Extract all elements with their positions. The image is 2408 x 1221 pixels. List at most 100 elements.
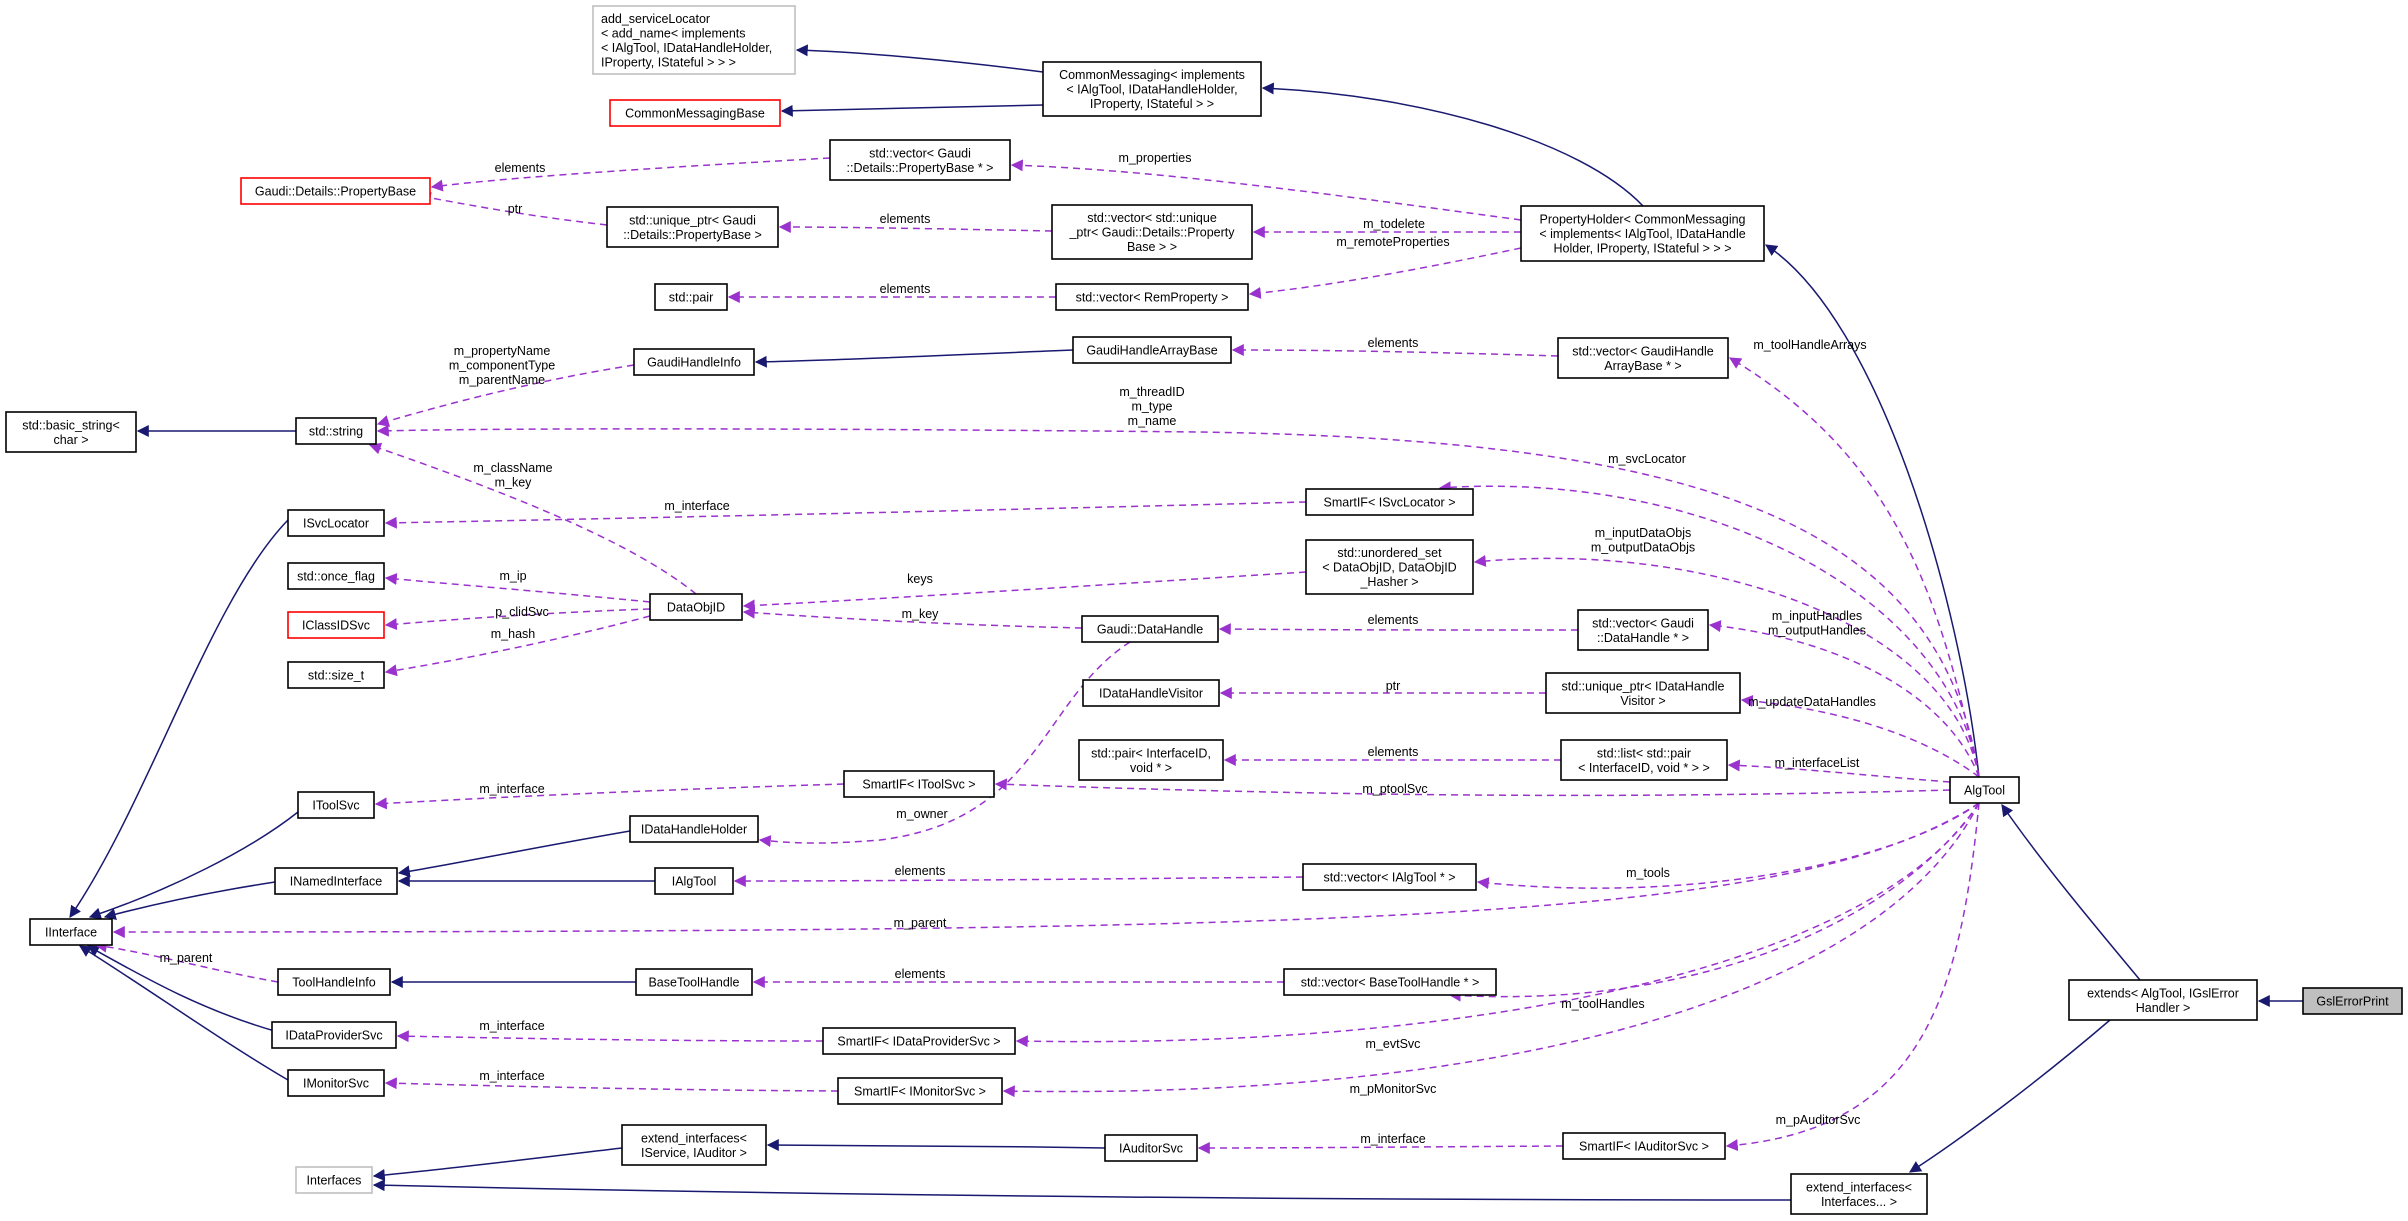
edge-labels-layer: elementsptrm_propertiesm_todeletem_remot… (160, 151, 1876, 1146)
class-node-uptr-property-base[interactable]: std::unique_ptr< Gaudi::Details::Propert… (606, 206, 779, 248)
edge-gaudihandlearraybase-gaudihandleinfo (754, 349, 1074, 368)
class-node-unordered-set[interactable]: std::unordered_set< DataObjID, DataObjID… (1305, 539, 1474, 595)
usage-line (733, 874, 1304, 887)
class-box (621, 1124, 767, 1166)
class-node-uptr-visitor[interactable]: std::unique_ptr< IDataHandleVisitor > (1545, 672, 1741, 714)
class-node-gsl-error-print[interactable]: GslErrorPrint (2302, 987, 2403, 1015)
class-node-extend-interfaces[interactable]: extend_interfaces<Interfaces... > (1790, 1173, 1928, 1215)
class-node-vec-property-base[interactable]: std::vector< Gaudi::Details::PropertyBas… (829, 139, 1011, 181)
class-node-list-pair[interactable]: std::list< std::pair< InterfaceID, void … (1560, 739, 1728, 781)
class-box (287, 562, 385, 590)
edge-smartimonitorsvc-imonitorsvc (384, 1077, 839, 1092)
edge-algtool-uptrvisitor (1740, 695, 1980, 778)
class-name-text: add_serviceLocator (601, 12, 710, 26)
edge-propertyholder-vecremproperty (1248, 247, 1522, 299)
edge-label: m_inputDataObjs (1595, 526, 1692, 540)
inheritance-line (766, 1139, 1106, 1152)
class-node-vec-gaudi-handle-array-base[interactable]: std::vector< GaudiHandleArrayBase * > (1557, 337, 1729, 379)
class-name-text: IToolSvc (312, 799, 359, 813)
class-name-text: char > (53, 433, 88, 447)
class-node-imonitor-svc[interactable]: IMonitorSvc (287, 1069, 385, 1097)
edge-algtool-smartidataprovidersvc (1015, 802, 1980, 1048)
class-node-extend-interfaces-iservice[interactable]: extend_interfaces<IService, IAuditor > (621, 1124, 767, 1166)
class-node-smart-idata-provider-svc[interactable]: SmartIF< IDataProviderSvc > (822, 1027, 1016, 1055)
class-node-data-obj-id[interactable]: DataObjID (649, 593, 743, 621)
edge-label: m_parentName (459, 373, 545, 387)
class-name-text: CommonMessaging< implements (1059, 68, 1245, 82)
edge-unorderedset-dataobjid (742, 571, 1307, 612)
edge-algtool-listpair (1727, 759, 1951, 783)
class-node-vec-ialg-tool[interactable]: std::vector< IAlgTool * > (1302, 863, 1477, 891)
class-node-idata-provider-svc[interactable]: IDataProviderSvc (271, 1021, 397, 1049)
class-box (295, 1166, 373, 1194)
inheritance-line (88, 811, 299, 920)
class-node-vec-data-handle[interactable]: std::vector< Gaudi::DataHandle * > (1577, 609, 1709, 651)
class-node-idata-handle-visitor[interactable]: IDataHandleVisitor (1082, 679, 1220, 707)
nodes-layer: add_serviceLocator< add_name< implements… (5, 5, 2403, 1215)
class-name-text: AlgTool (1964, 784, 2005, 798)
class-node-smart-iauditor-svc[interactable]: SmartIF< IAuditorSvc > (1562, 1132, 1726, 1160)
class-node-smart-imonitor-svc[interactable]: SmartIF< IMonitorSvc > (837, 1077, 1003, 1105)
edge-itoolsvc-iinterface (88, 811, 299, 920)
edge-propertyholder-vecpropertybase (1010, 159, 1522, 221)
usage-line (384, 573, 651, 603)
class-node-gaudi-handle-array-base[interactable]: GaudiHandleArrayBase (1072, 336, 1232, 364)
class-node-vec-uptr-property[interactable]: std::vector< std::unique_ptr< Gaudi::Det… (1051, 204, 1253, 260)
class-node-ialg-tool[interactable]: IAlgTool (654, 867, 734, 895)
edge-smartitoolsvc-itoolsvc (374, 783, 845, 810)
class-node-size-t[interactable]: std::size_t (287, 661, 385, 689)
class-node-tool-handle-info[interactable]: ToolHandleInfo (277, 968, 391, 996)
usage-line (376, 364, 635, 427)
usage-line (396, 1030, 824, 1043)
class-node-iclass-idsvc[interactable]: IClassIDSvc (287, 611, 385, 639)
class-node-common-messaging[interactable]: CommonMessaging< implements< IAlgTool, I… (1042, 61, 1262, 117)
usage-line (1218, 623, 1579, 636)
usage-line (374, 783, 845, 810)
edge-dataobjid-onceflag (384, 573, 651, 603)
class-node-inamed-interface[interactable]: INamedInterface (274, 867, 398, 895)
class-name-text: IProperty, IStateful > > > (601, 55, 736, 69)
class-node-stdstring[interactable]: std::string (295, 417, 377, 445)
class-node-add-service-locator[interactable]: add_serviceLocator< add_name< implements… (592, 5, 796, 75)
class-name-text: SmartIF< ISvcLocator > (1324, 496, 1456, 510)
edge-label: ptr (508, 202, 523, 216)
edge-label: m_evtSvc (1366, 1037, 1421, 1051)
class-node-base-tool-handle[interactable]: BaseToolHandle (635, 968, 753, 996)
class-name-text: std::basic_string< (22, 418, 120, 432)
class-node-vec-base-tool-handle[interactable]: std::vector< BaseToolHandle * > (1283, 968, 1497, 996)
edge-label: m_tools (1626, 866, 1670, 880)
class-node-basic-string[interactable]: std::basic_string<char > (5, 411, 137, 453)
class-node-gaudi-handle-info[interactable]: GaudiHandleInfo (633, 348, 755, 376)
class-node-alg-tool[interactable]: AlgTool (1949, 776, 2020, 804)
class-name-text: IProperty, IStateful > > (1090, 97, 1214, 111)
edge-algtool-iinterface (112, 802, 1980, 938)
class-node-idata-handle-holder[interactable]: IDataHandleHolder (629, 815, 759, 843)
class-node-property-holder[interactable]: PropertyHolder< CommonMessaging< impleme… (1520, 205, 1765, 262)
class-name-text: IDataProviderSvc (285, 1029, 382, 1043)
class-name-text: std::vector< GaudiHandle (1572, 344, 1713, 358)
class-node-iinterface[interactable]: IInterface (29, 918, 113, 946)
class-node-itool-svc[interactable]: IToolSvc (297, 791, 375, 819)
class-node-once-flag[interactable]: std::once_flag (287, 562, 385, 590)
class-box (635, 968, 753, 996)
usage-line (1002, 802, 1980, 1098)
class-node-iauditor-svc[interactable]: IAuditorSvc (1104, 1134, 1198, 1162)
class-node-stdpair[interactable]: std::pair (654, 283, 728, 311)
class-node-pair-interface-id[interactable]: std::pair< InterfaceID,void * > (1078, 739, 1224, 781)
class-node-isvc-locator[interactable]: ISvcLocator (287, 509, 385, 537)
class-box (843, 770, 995, 798)
edge-algtool-smartitoolsvc (994, 778, 1951, 797)
class-node-smart-itool-svc[interactable]: SmartIF< IToolSvc > (843, 770, 995, 798)
class-node-common-messaging-base[interactable]: CommonMessagingBase (609, 99, 781, 127)
class-node-data-handle[interactable]: Gaudi::DataHandle (1081, 615, 1219, 643)
class-node-property-base[interactable]: Gaudi::Details::PropertyBase (240, 177, 431, 205)
class-node-smart-isvc-locator[interactable]: SmartIF< ISvcLocator > (1305, 488, 1474, 516)
class-name-text: ::Details::PropertyBase > (623, 228, 762, 242)
class-node-vec-rem-property[interactable]: std::vector< RemProperty > (1055, 283, 1249, 311)
class-name-text: std::pair (669, 291, 713, 305)
edge-label: elements (1368, 613, 1419, 627)
class-node-interfaces[interactable]: Interfaces (295, 1166, 373, 1194)
class-box (5, 411, 137, 453)
class-box (29, 918, 113, 946)
